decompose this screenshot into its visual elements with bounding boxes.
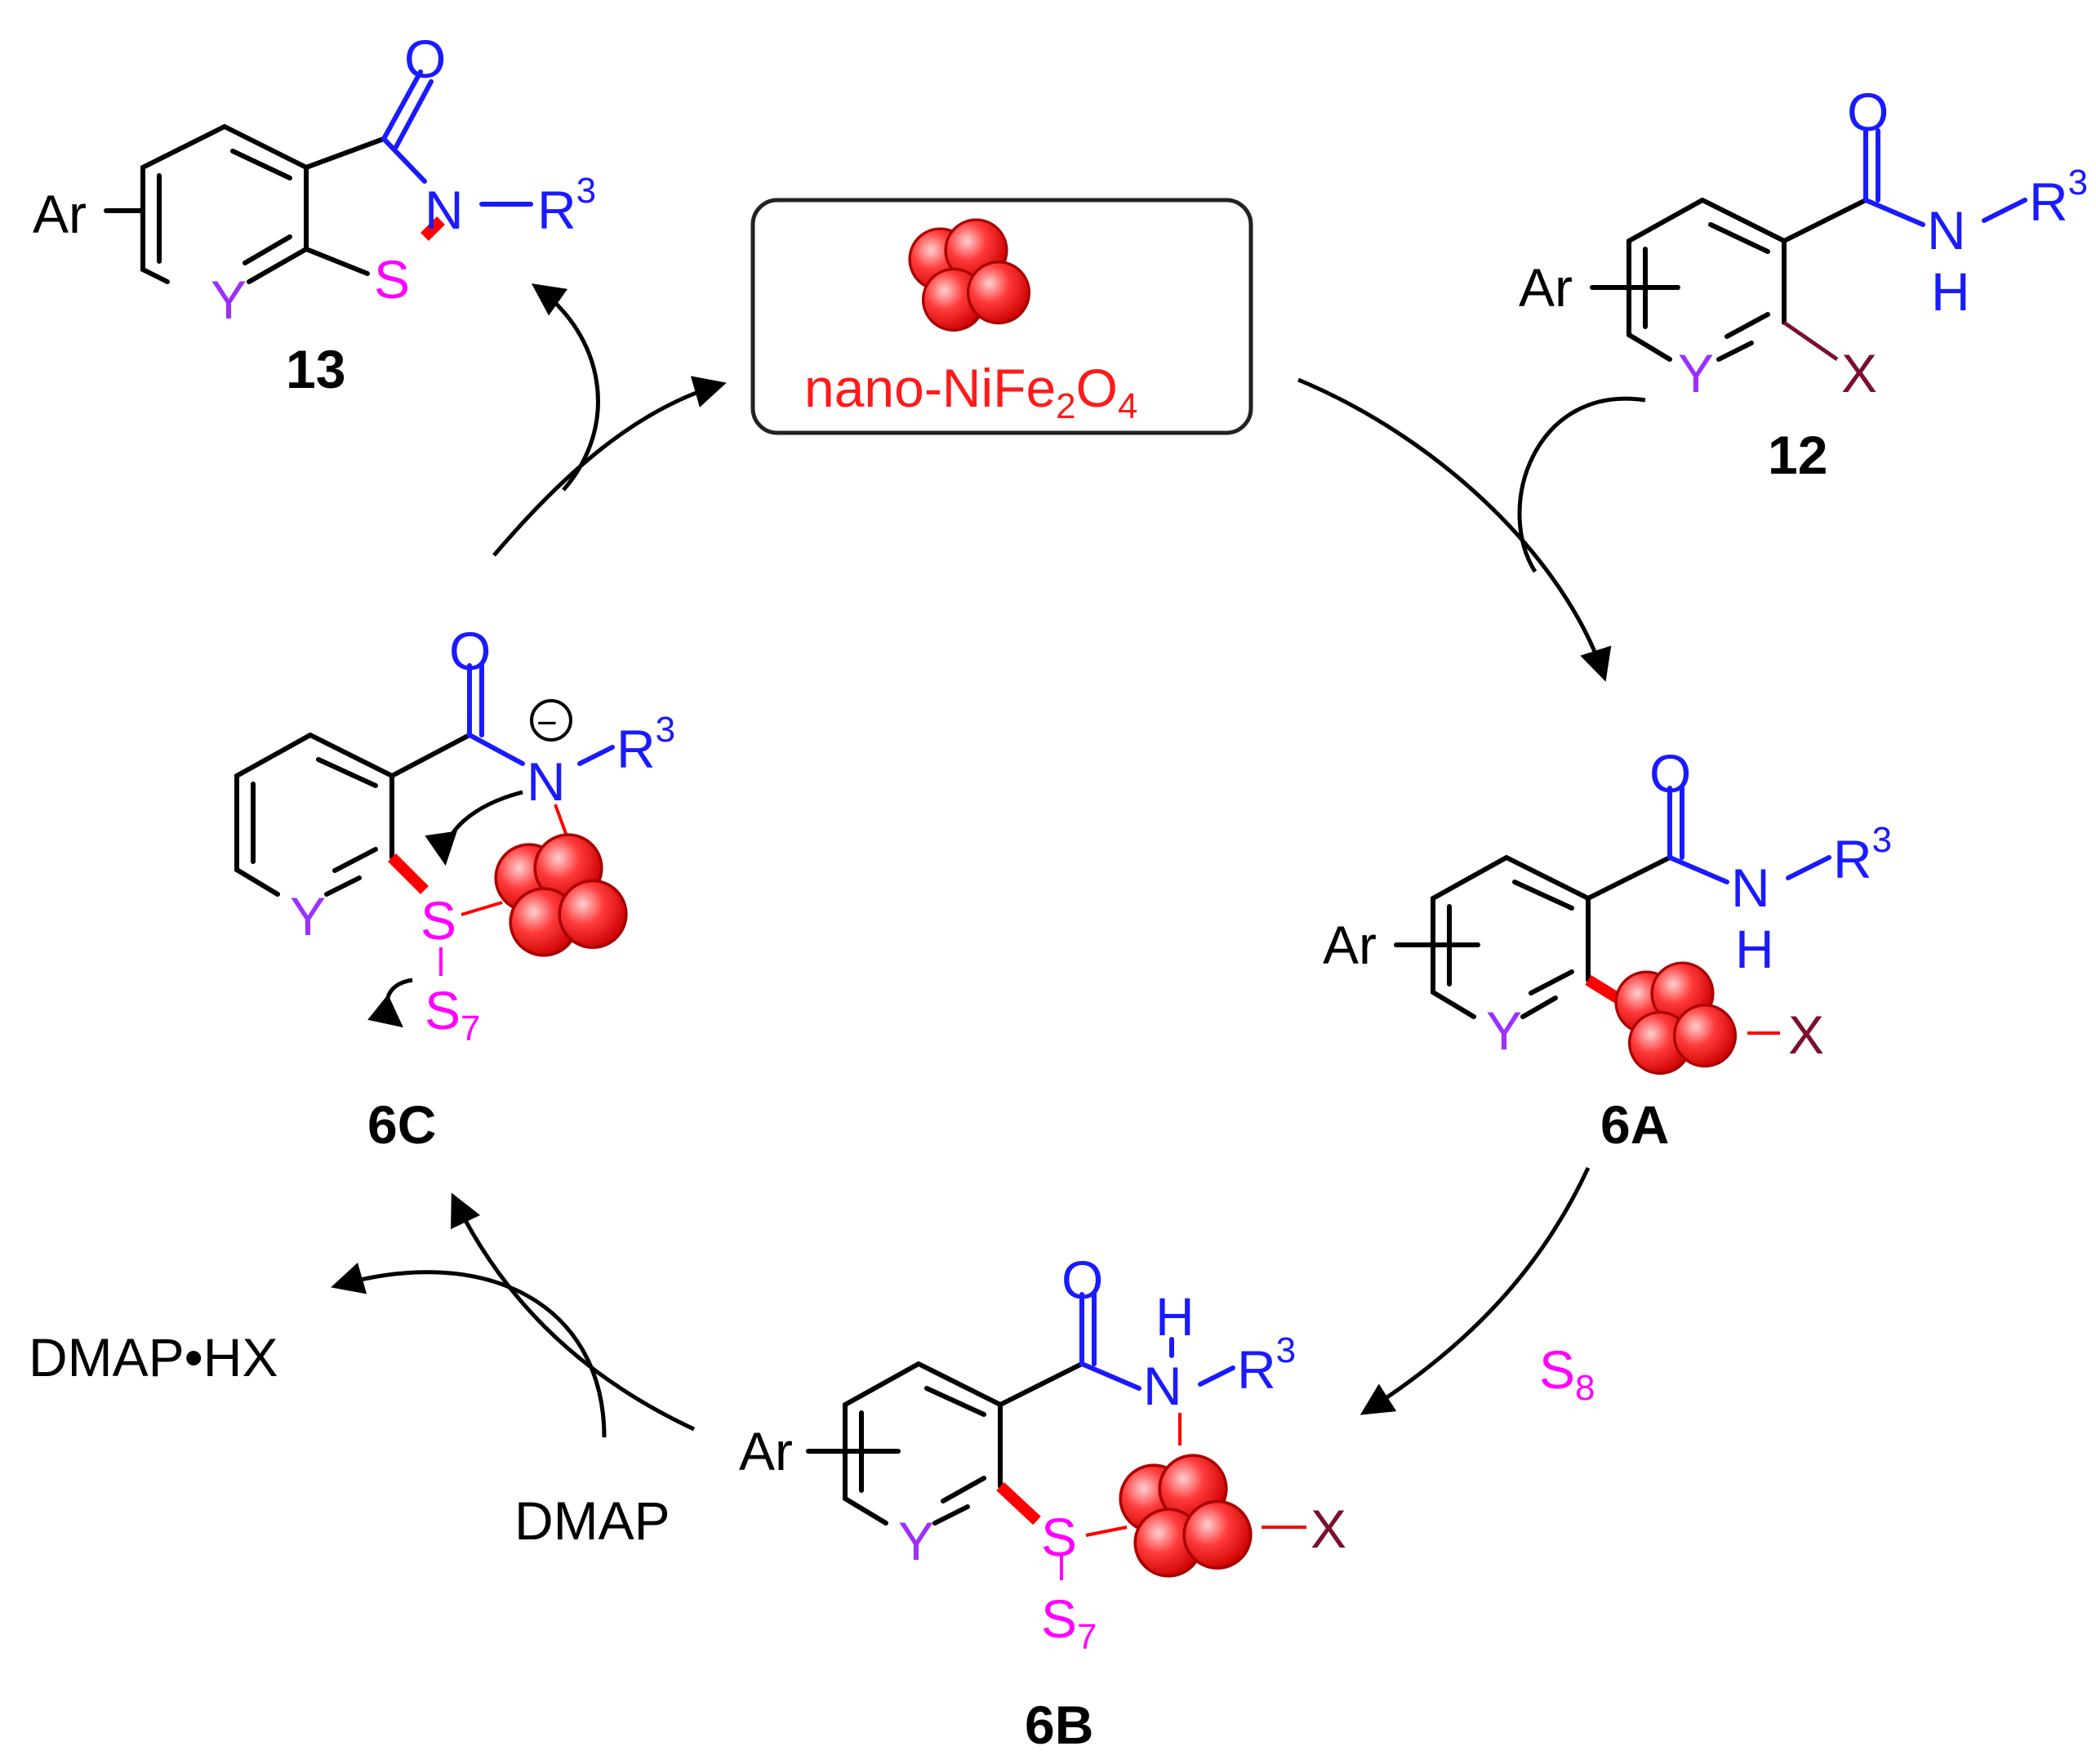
electron-arrow xyxy=(367,978,413,1028)
cycle-arrow-to-6B xyxy=(1360,1166,1591,1415)
y-atom-label: Y xyxy=(211,270,247,330)
nanoparticle-icon xyxy=(1119,1454,1253,1578)
bond xyxy=(1782,320,1839,362)
bond xyxy=(577,745,615,766)
bond xyxy=(996,1481,1041,1526)
cycle-arrow-to-6A xyxy=(1297,377,1612,682)
n-atom-label: N xyxy=(425,180,464,240)
bond xyxy=(1863,128,1925,227)
intermediate-6B-number: 6B xyxy=(1025,1695,1093,1755)
electron-arrow xyxy=(425,790,523,866)
r3-label: R3 xyxy=(2029,163,2088,232)
r3-label: R3 xyxy=(1833,820,1892,889)
ar-label: Ar xyxy=(1323,915,1377,975)
intermediate-6A: Ar Y X O N H R3 6A xyxy=(1323,743,1892,1155)
compound-13: Ar Y S N O R3 13 xyxy=(33,29,596,399)
s-atom-label: S xyxy=(421,890,456,951)
n-atom-label: N xyxy=(1731,858,1770,918)
n-atom-label: N xyxy=(1143,1356,1182,1416)
y-atom-label: Y xyxy=(1486,1000,1522,1061)
bond xyxy=(998,1361,1084,1407)
o-atom-label: O xyxy=(1649,743,1691,804)
bond xyxy=(140,124,309,284)
x-label: X xyxy=(1788,1004,1824,1065)
bond xyxy=(1786,855,1831,880)
nanoparticle-icon xyxy=(1614,961,1738,1076)
bond xyxy=(1627,198,1787,362)
x-label: X xyxy=(1311,1499,1346,1559)
o-atom-label: O xyxy=(449,621,491,681)
bond xyxy=(1982,198,2027,223)
negative-charge-circle xyxy=(530,699,572,742)
cycle-arrow-to-6C xyxy=(451,1192,696,1432)
s-atom-label: S xyxy=(374,249,410,310)
bond xyxy=(467,663,525,766)
bond xyxy=(843,1361,1003,1526)
o-atom-label: O xyxy=(404,29,446,89)
x-label: X xyxy=(1841,343,1877,403)
bond xyxy=(421,216,445,241)
n-atom-label: N xyxy=(527,751,566,812)
r3-label: R3 xyxy=(537,171,596,240)
r3-label: R3 xyxy=(616,710,675,779)
bond xyxy=(1431,855,1591,1019)
cycle-arrow-to-catalyst xyxy=(492,376,727,557)
bond xyxy=(234,733,394,897)
compound-12: Ar Y X O N H R3 12 xyxy=(1519,82,2088,485)
bond xyxy=(389,733,472,778)
intermediate-6B: Ar Y S S7 X O H N R3 6B xyxy=(739,1250,1346,1755)
compound-12-number: 12 xyxy=(1768,425,1827,485)
bond xyxy=(1586,855,1672,901)
compound-13-number: 13 xyxy=(286,339,345,399)
h-atom-label: H xyxy=(1735,919,1774,979)
bond xyxy=(1643,222,1770,339)
bond xyxy=(1667,786,1729,884)
bond xyxy=(304,247,370,276)
bond xyxy=(1394,916,1480,974)
h-atom-label: H xyxy=(1931,261,1970,322)
negative-charge-sign: − xyxy=(536,703,558,743)
dmap-hx-byproduct-label: DMAP•HX xyxy=(29,1327,278,1388)
substrate-12-entry-arrow xyxy=(1517,396,1646,573)
bond xyxy=(1079,1292,1141,1391)
r3-label: R3 xyxy=(1237,1330,1296,1400)
ar-label: Ar xyxy=(739,1421,793,1481)
bond xyxy=(1782,198,1868,243)
y-atom-label: Y xyxy=(1678,343,1714,403)
bond xyxy=(388,853,429,894)
dmap-reagent-label: DMAP xyxy=(514,1490,670,1551)
ar-label: Ar xyxy=(33,184,87,244)
dmap-hx-release-arrow xyxy=(331,1263,607,1438)
s8-reagent-label: S8 xyxy=(1539,1339,1595,1408)
intermediate-6A-number: 6A xyxy=(1600,1094,1669,1155)
y-atom-label: Y xyxy=(290,886,326,947)
bond xyxy=(157,149,292,265)
intermediate-6C-number: 6C xyxy=(367,1094,436,1155)
ar-label: Ar xyxy=(1519,257,1573,318)
o-atom-label: O xyxy=(1847,82,1889,142)
o-atom-label: O xyxy=(1061,1250,1103,1310)
bond xyxy=(381,69,434,184)
bond xyxy=(304,136,386,170)
h-atom-label: H xyxy=(1155,1286,1195,1347)
catalyst-label: nano-NiFe2O4 xyxy=(804,358,1137,426)
bond xyxy=(1169,1337,1235,1387)
s-atom-label: S xyxy=(1041,1507,1077,1567)
product-13-release-arrow xyxy=(531,283,600,492)
catalyst-box: nano-NiFe2O4 xyxy=(750,198,1253,435)
y-atom-label: Y xyxy=(898,1511,934,1571)
intermediate-6C: − Y S S7 O N R3 6C xyxy=(234,621,675,1155)
s7-label: S7 xyxy=(1041,1588,1097,1657)
nanoparticle-icon xyxy=(494,833,628,957)
s7-label: S7 xyxy=(425,980,481,1049)
bond xyxy=(1447,880,1574,996)
bond xyxy=(251,757,378,873)
n-atom-label: N xyxy=(1927,200,1966,261)
bond xyxy=(1590,261,1680,314)
bond xyxy=(806,1423,901,1481)
bond xyxy=(1085,1413,1182,1537)
bond xyxy=(859,1386,986,1503)
